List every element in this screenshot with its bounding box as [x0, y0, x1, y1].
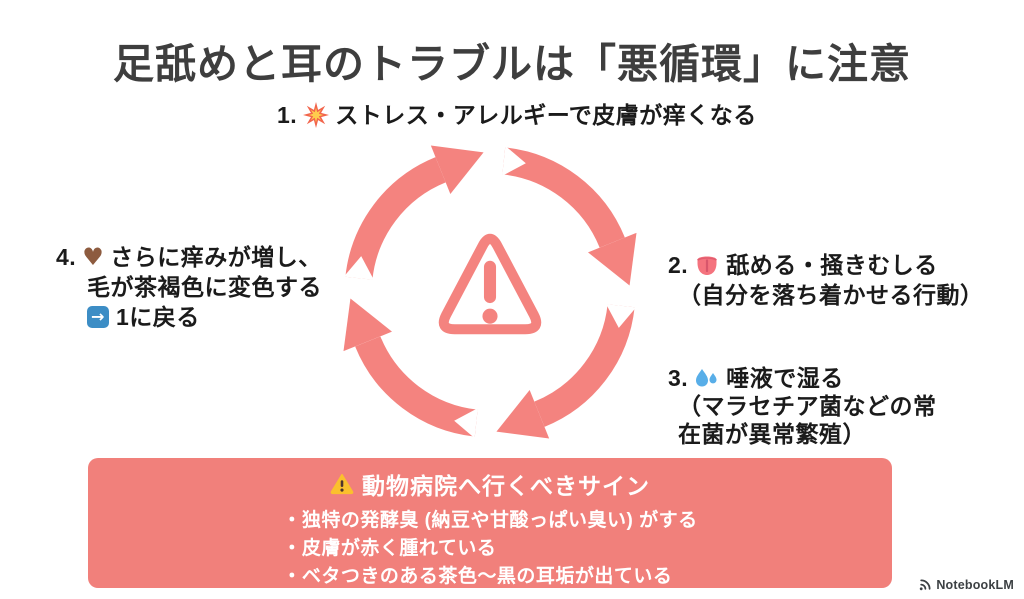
step-text: 毛が茶褐色に変色する: [87, 274, 322, 300]
step-text: さらに痒みが増し、: [110, 244, 322, 270]
vet-warning-box: 動物病院へ行くべきサイン ・独特の発酵臭 (納豆や甘酸っぱい臭い) がする ・皮…: [88, 458, 892, 588]
notebooklm-logo-icon: [920, 579, 931, 591]
step-text: 在菌が異常繁殖）: [678, 421, 866, 447]
brown-heart-icon: ♥: [82, 243, 105, 271]
cycle-step-4: 4. ♥ さらに痒みが増し、 毛が茶褐色に変色する → 1に戻る: [56, 242, 322, 332]
warning-emoji-icon: [330, 474, 354, 495]
cycle-arrow-segment: [496, 304, 637, 439]
cycle-step-3: 3. 唾液で湿る （マラセチア菌などの常 在菌が異常繁殖）: [668, 364, 937, 448]
step-text: （マラセチア菌などの常: [678, 393, 937, 419]
step-text: 唾液で湿る: [726, 365, 844, 391]
step-number: 3.: [668, 365, 689, 391]
cycle-arrow-segments: [343, 145, 637, 439]
cycle-arrow-segment: [343, 145, 484, 280]
step-text: 舐める・掻きむしる: [726, 252, 938, 278]
step-text: ストレス・アレルギーで皮膚が痒くなる: [335, 102, 757, 128]
cycle-arrow-segment: [343, 298, 478, 439]
warning-bullet: ・ベタつきのある茶色〜黒の耳垢が出ている: [282, 566, 673, 587]
cycle-step-1: 1. ストレス・アレルギーで皮膚が痒くなる: [277, 100, 757, 130]
step-number: 1.: [277, 102, 298, 128]
page-title: 足舐めと耳のトラブルは「悪循環」に注意: [113, 41, 911, 87]
step-number: 2.: [668, 252, 689, 278]
cycle-step-2: 2. 舐める・掻きむしる （自分を落ち着かせる行動）: [668, 250, 984, 310]
warning-bullet: ・皮膚が赤く腫れている: [282, 538, 497, 559]
step-text: （自分を落ち着かせる行動）: [678, 282, 984, 308]
warning-box-title: 動物病院へ行くべきサイン: [362, 473, 650, 499]
tongue-icon: [697, 256, 718, 275]
blue-right-arrow-icon: →: [87, 306, 109, 328]
collision-icon: [303, 102, 330, 128]
watermark-label: NotebookLM: [936, 578, 1014, 592]
sweat-droplets-icon: [696, 369, 717, 387]
warning-triangle-icon: [438, 233, 542, 335]
warning-box-title-row: 動物病院へ行くべきサイン: [88, 467, 892, 501]
warning-box-bullet-list: ・独特の発酵臭 (納豆や甘酸っぱい臭い) がする ・皮膚が赤く腫れている ・ベタ…: [282, 507, 697, 591]
notebooklm-watermark: NotebookLM: [918, 578, 1014, 592]
cycle-arrow-segment: [502, 145, 637, 286]
warning-bullet: ・独特の発酵臭 (納豆や甘酸っぱい臭い) がする: [282, 510, 698, 531]
step-number: 4.: [56, 244, 77, 270]
step-return-text: 1に戻る: [116, 304, 200, 330]
vicious-cycle-diagram: [343, 145, 637, 439]
